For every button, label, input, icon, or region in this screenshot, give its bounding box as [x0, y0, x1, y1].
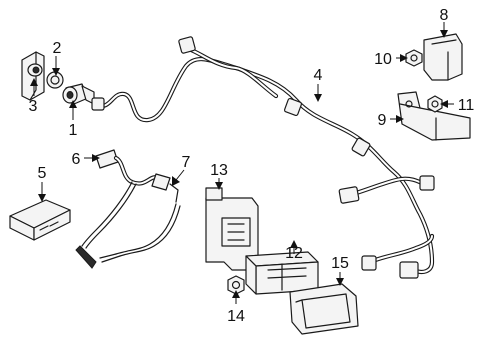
callout-13: 13: [210, 162, 228, 179]
part-2-grommet: [46, 71, 64, 89]
callout-1: 1: [69, 122, 78, 139]
callout-labels: 1 2 3 4 5 6 7 8 10 9 11 12 13 14 15: [29, 7, 475, 325]
part-7-sensor-lead: [99, 173, 181, 263]
callout-3: 3: [29, 98, 38, 115]
part-3-bracket: [21, 51, 45, 101]
callout-11: 11: [458, 97, 475, 114]
callout-9: 9: [378, 112, 387, 129]
callout-8: 8: [440, 7, 449, 24]
part-14-nut: [227, 275, 245, 295]
part-10-clip: [405, 49, 423, 67]
part-4-wire-harness: [91, 36, 435, 279]
part-12-control-unit: [245, 251, 319, 295]
callout-4: 4: [314, 67, 323, 84]
part-11-nut: [427, 95, 443, 113]
part-9-bracket: [397, 91, 471, 141]
callout-2: 2: [53, 40, 62, 57]
part-1-sensor: [62, 83, 95, 105]
callout-12: 12: [285, 245, 303, 262]
callout-15: 15: [331, 255, 349, 272]
part-8-cover: [423, 33, 463, 81]
callout-6: 6: [72, 151, 81, 168]
callout-14: 14: [227, 308, 245, 325]
callout-10: 10: [374, 51, 392, 68]
callout-7: 7: [182, 154, 191, 171]
leaders: [30, 22, 454, 304]
part-5-module: [9, 199, 71, 241]
callout-5: 5: [38, 165, 47, 182]
part-6-wiring-lead: [75, 149, 161, 269]
part-15-cover: [289, 283, 359, 335]
part-13-bracket: [205, 187, 259, 271]
